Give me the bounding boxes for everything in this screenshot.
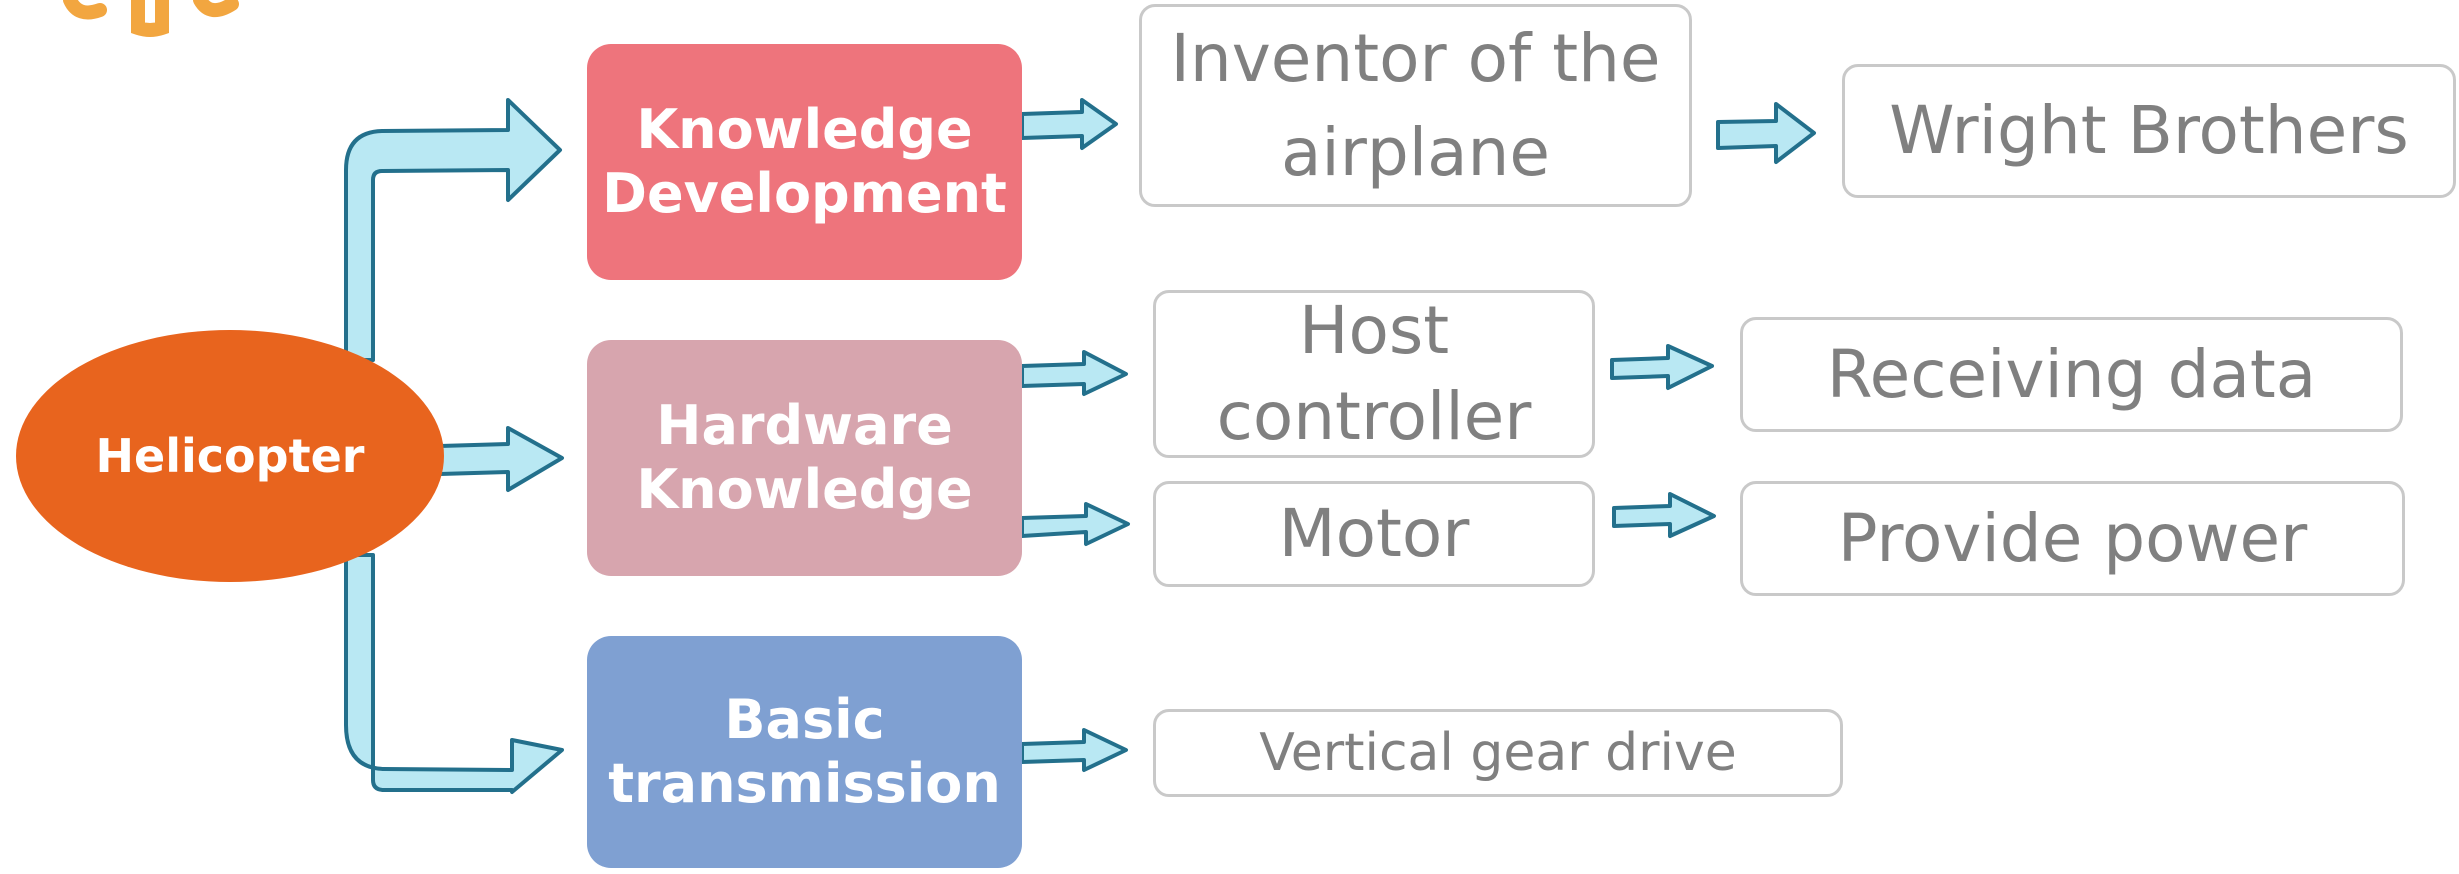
detail-provide-power: Provide power [1740, 481, 2405, 596]
arrow-hardware-to-host [1020, 350, 1128, 396]
detail-wright-text: Wright Brothers [1889, 92, 2409, 169]
connectors [344, 98, 1816, 794]
detail-inventor-line2: airplane [1280, 113, 1550, 191]
category-basic-transmission: Basic transmission [587, 636, 1022, 868]
detail-inventor-line1: Inventor of the [1170, 19, 1661, 97]
arrow-root-to-knowledge [344, 98, 562, 362]
category-knowledge-line2: Development [602, 162, 1007, 225]
detail-power-text: Provide power [1837, 499, 2308, 577]
detail-host-line1: Host [1298, 292, 1450, 369]
category-knowledge-development: Knowledge Development [587, 44, 1022, 280]
category-transmission-line2: transmission [608, 752, 1001, 815]
detail-host-line2: controller [1216, 378, 1532, 455]
arrow-transmission-to-gear [1020, 728, 1128, 772]
detail-inventor-of-airplane: Inventor of the airplane [1139, 4, 1692, 207]
detail-receiving-data: Receiving data [1740, 317, 2403, 432]
detail-motor: Motor [1153, 481, 1595, 587]
detail-wright-brothers: Wright Brothers [1842, 64, 2456, 198]
arrow-inventor-to-wright [1716, 102, 1816, 164]
arrow-host-to-receiving [1610, 344, 1714, 390]
category-transmission-line1: Basic [724, 688, 885, 751]
arrow-root-to-hardware [438, 426, 564, 492]
arrow-knowledge-to-inventor [1020, 98, 1118, 150]
arrow-root-to-transmission [344, 553, 564, 794]
arrow-hardware-to-motor [1020, 502, 1130, 546]
category-hardware-line2: Knowledge [636, 458, 973, 521]
logo-fragment-icon [63, 0, 239, 37]
detail-motor-text: Motor [1278, 495, 1470, 572]
detail-receiving-text: Receiving data [1826, 335, 2317, 413]
category-hardware-line1: Hardware [656, 394, 953, 457]
root-node-helicopter: Helicopter [16, 330, 444, 582]
arrow-motor-to-power [1612, 492, 1716, 538]
detail-host-controller: Host controller [1153, 290, 1595, 458]
detail-gear-text: Vertical gear drive [1259, 723, 1737, 783]
category-knowledge-line1: Knowledge [636, 98, 973, 161]
category-hardware-knowledge: Hardware Knowledge [587, 340, 1022, 576]
detail-vertical-gear-drive: Vertical gear drive [1153, 709, 1843, 797]
root-label: Helicopter [95, 429, 365, 483]
